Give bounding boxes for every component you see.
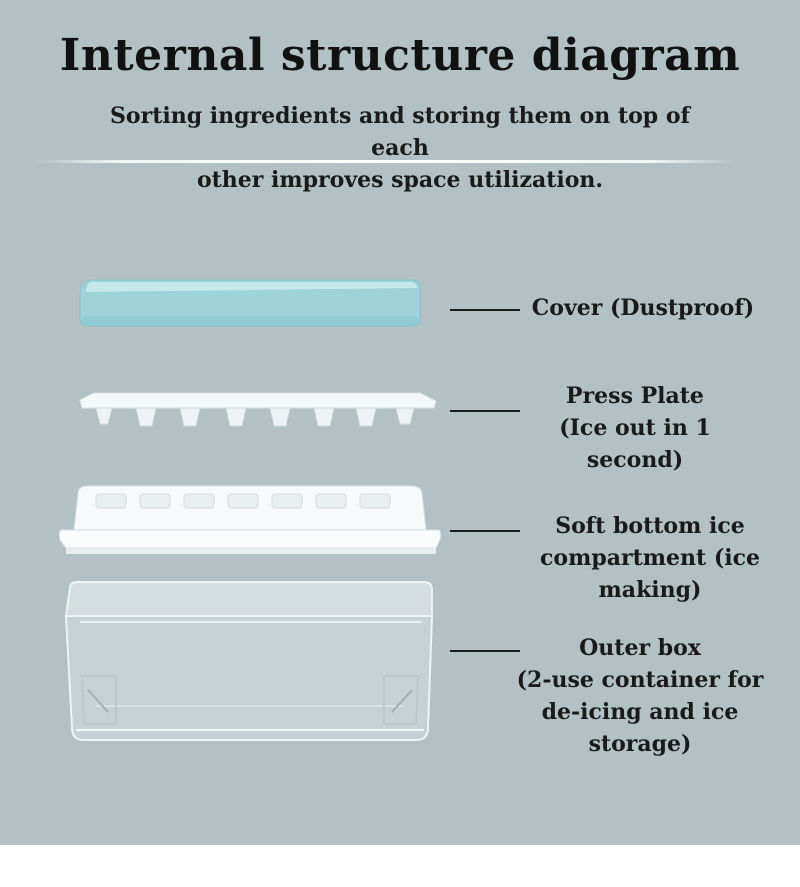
outer-box [64, 581, 434, 741]
ice-compartment-tray [58, 485, 442, 554]
title-divider [35, 160, 735, 163]
label-press-plate-line2: (Ice out in 1 second) [559, 415, 711, 473]
leader-line-press-plate [450, 410, 520, 412]
label-ice-compartment-line2: compartment (ice making) [540, 545, 760, 603]
exploded-parts-illustration [58, 279, 442, 741]
leader-line-ice-compartment [450, 530, 520, 532]
leader-line-cover [450, 309, 520, 311]
label-cover: Cover (Dustproof) [528, 292, 758, 324]
label-outer-box-line1: Outer box [579, 635, 701, 661]
leader-line-outer-box [450, 650, 520, 652]
bottom-strip [0, 845, 800, 887]
press-plate [79, 392, 437, 427]
label-outer-box-line3: de-icing and ice storage) [541, 699, 739, 757]
label-outer-box-line2: (2-use container for [516, 667, 764, 693]
label-ice-compartment: Soft bottom ice compartment (ice making) [500, 510, 800, 606]
label-press-plate: Press Plate (Ice out in 1 second) [515, 380, 755, 476]
subtitle-line-2: other improves space utilization. [196, 167, 604, 193]
subtitle-line-1: Sorting ingredients and storing them on … [110, 103, 690, 161]
label-cover-line1: Cover (Dustproof) [531, 295, 755, 321]
cover-lid [79, 279, 421, 327]
page-title: Internal structure diagram [59, 30, 741, 81]
label-ice-compartment-line1: Soft bottom ice [555, 513, 745, 539]
label-outer-box: Outer box (2-use container for de-icing … [500, 632, 780, 760]
page-subtitle: Sorting ingredients and storing them on … [80, 100, 720, 196]
label-press-plate-line1: Press Plate [566, 383, 704, 409]
